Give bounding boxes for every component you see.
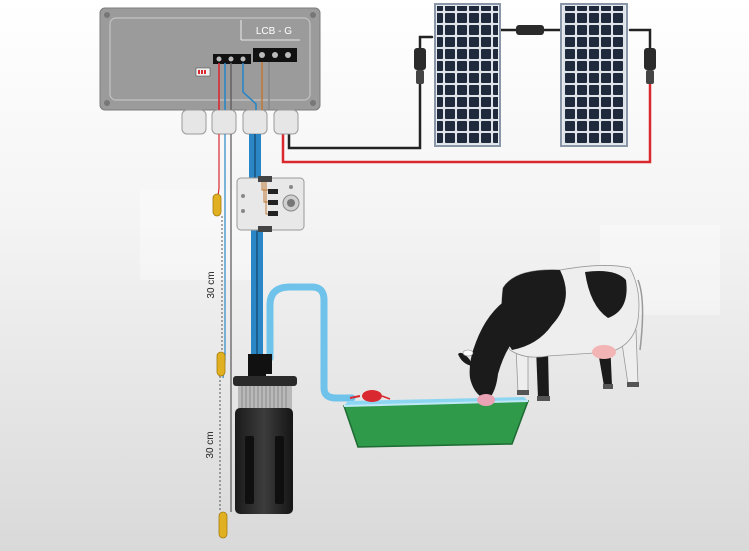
spacing-label-lower: 30 cm: [205, 431, 216, 458]
cable-glands: [181, 109, 299, 135]
controller-label: LCB - G: [256, 26, 292, 37]
float-sensor-middle: [216, 351, 226, 377]
float-valve: [349, 390, 391, 402]
dimension-lines: [219, 216, 223, 512]
pump-cable: [249, 134, 263, 355]
internal-wires: [218, 62, 270, 110]
solar-panel-right: [560, 3, 628, 147]
mc4-connectors: [414, 25, 656, 84]
solar-panel-left: [434, 3, 501, 147]
cow-illustration: [458, 265, 644, 406]
junction-box: [236, 176, 305, 232]
float-sensor-bottom: [218, 511, 228, 539]
controller-box: [99, 7, 321, 111]
float-sensor-top: [212, 193, 222, 217]
float-sensors: [212, 193, 228, 539]
water-trough: [342, 397, 530, 448]
submersible-pump: [233, 354, 297, 514]
water-hose: [266, 283, 356, 402]
spacing-label-upper: 30 cm: [206, 271, 217, 298]
